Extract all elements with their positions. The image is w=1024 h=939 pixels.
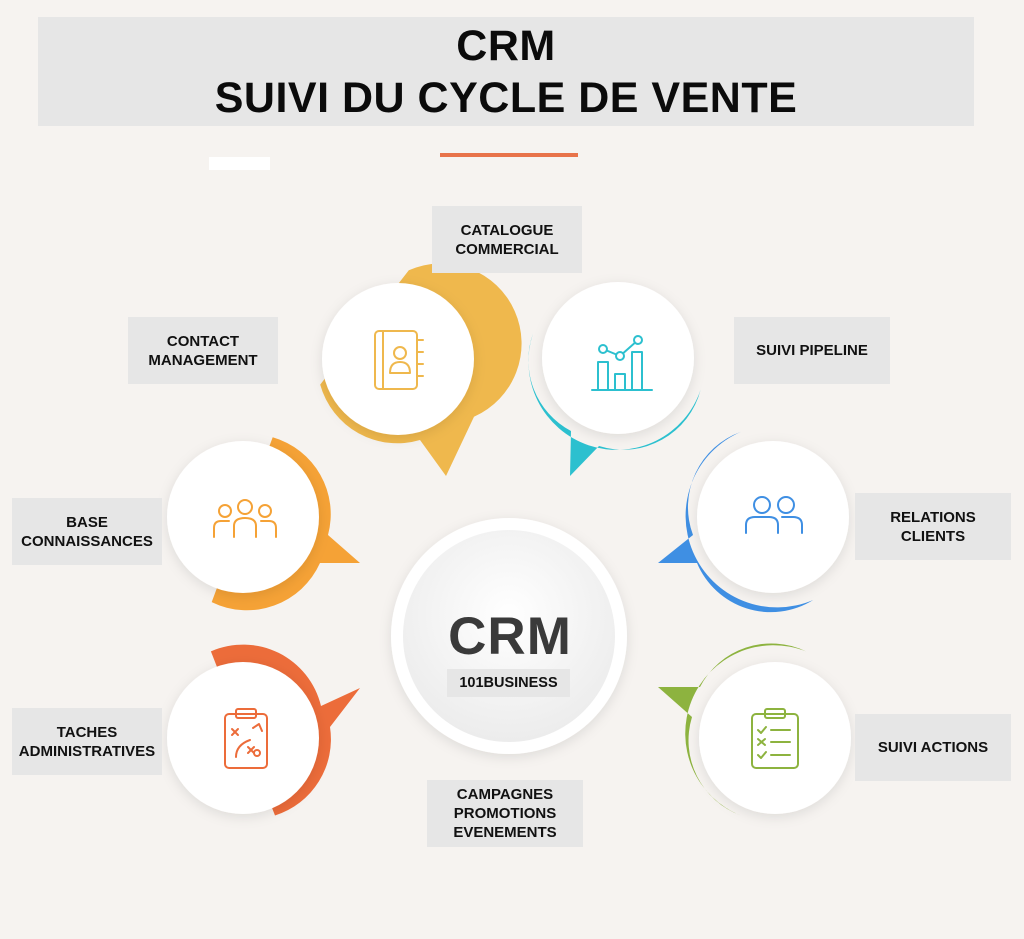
label-campagnes: CAMPAGNES PROMOTIONS EVENEMENTS [427, 780, 583, 847]
node-relations [658, 431, 849, 613]
label-catalogue: CATALOGUE COMMERCIAL [432, 206, 582, 273]
checklist-icon [751, 708, 799, 769]
node-actions [658, 643, 851, 816]
label-pipeline: SUIVI PIPELINE [734, 317, 890, 384]
node-pipeline [528, 282, 701, 476]
label-connaissances: BASE CONNAISSANCES [12, 498, 162, 565]
address-book-icon [374, 330, 424, 390]
center-title: CRM [448, 607, 572, 666]
accent-line [440, 153, 578, 157]
group-icon [213, 499, 277, 538]
node-catalogue [320, 263, 522, 476]
title-line-1: CRM [456, 21, 556, 70]
title-line-2: SUIVI DU CYCLE DE VENTE [214, 73, 798, 122]
users-icon [745, 496, 803, 534]
label-actions: SUIVI ACTIONS [855, 714, 1011, 781]
decorative-dash [209, 157, 270, 170]
label-relations: RELATIONS CLIENTS [855, 493, 1011, 560]
node-connaissances [167, 437, 360, 611]
label-contact: CONTACT MANAGEMENT [128, 317, 278, 384]
label-taches: TACHES ADMINISTRATIVES [12, 708, 162, 775]
title-banner: CRM SUIVI DU CYCLE DE VENTE [38, 17, 974, 126]
chart-icon [591, 335, 653, 391]
center-badge: 101BUSINESS [447, 669, 570, 697]
node-taches [167, 644, 360, 816]
strategy-clipboard-icon [224, 708, 268, 769]
